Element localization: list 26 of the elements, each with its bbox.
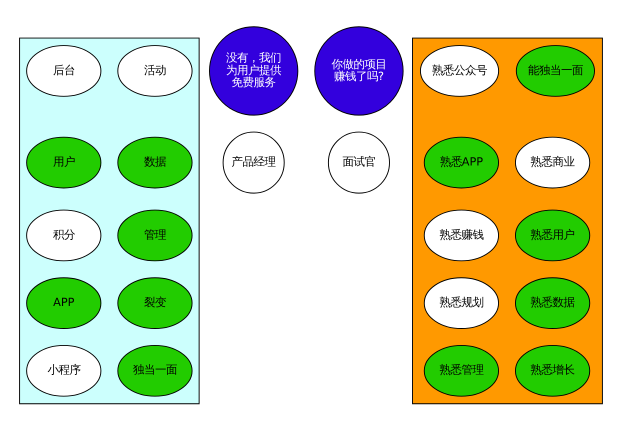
node-ellipse: 数据: [117, 136, 193, 188]
node-ellipse: 活动: [117, 44, 193, 96]
node-ellipse: 熟悉公众号: [420, 44, 500, 96]
node-ellipse: 后台: [26, 44, 102, 96]
node-ellipse: 熟悉赚钱: [424, 209, 500, 261]
node-ellipse: 熟悉增长: [515, 344, 590, 396]
node-circle: 你做的项目赚钱了吗?: [314, 26, 404, 116]
cluster: [412, 37, 603, 404]
node-ellipse: 熟悉用户: [515, 209, 590, 261]
node-circle: 面试官: [328, 131, 390, 194]
node-ellipse: 能独当一面: [516, 44, 595, 96]
node-ellipse: 管理: [117, 209, 193, 261]
node-ellipse: 积分: [26, 209, 102, 261]
node-ellipse: APP: [26, 276, 102, 328]
node-ellipse: 熟悉管理: [424, 344, 500, 396]
node-ellipse: 熟悉规划: [424, 276, 500, 328]
node-ellipse: 熟悉APP: [424, 136, 500, 188]
node-ellipse: 熟悉商业: [515, 136, 590, 188]
node-ellipse: 小程序: [26, 344, 102, 396]
node-ellipse: 熟悉数据: [515, 276, 590, 328]
node-ellipse: 裂变: [117, 276, 193, 328]
cluster: [19, 37, 200, 404]
node-ellipse: 独当一面: [117, 344, 193, 396]
node-circle: 没有，我们为用户提供免费服务: [209, 26, 298, 116]
node-ellipse: 用户: [26, 136, 102, 188]
node-circle: 产品经理: [222, 131, 285, 194]
